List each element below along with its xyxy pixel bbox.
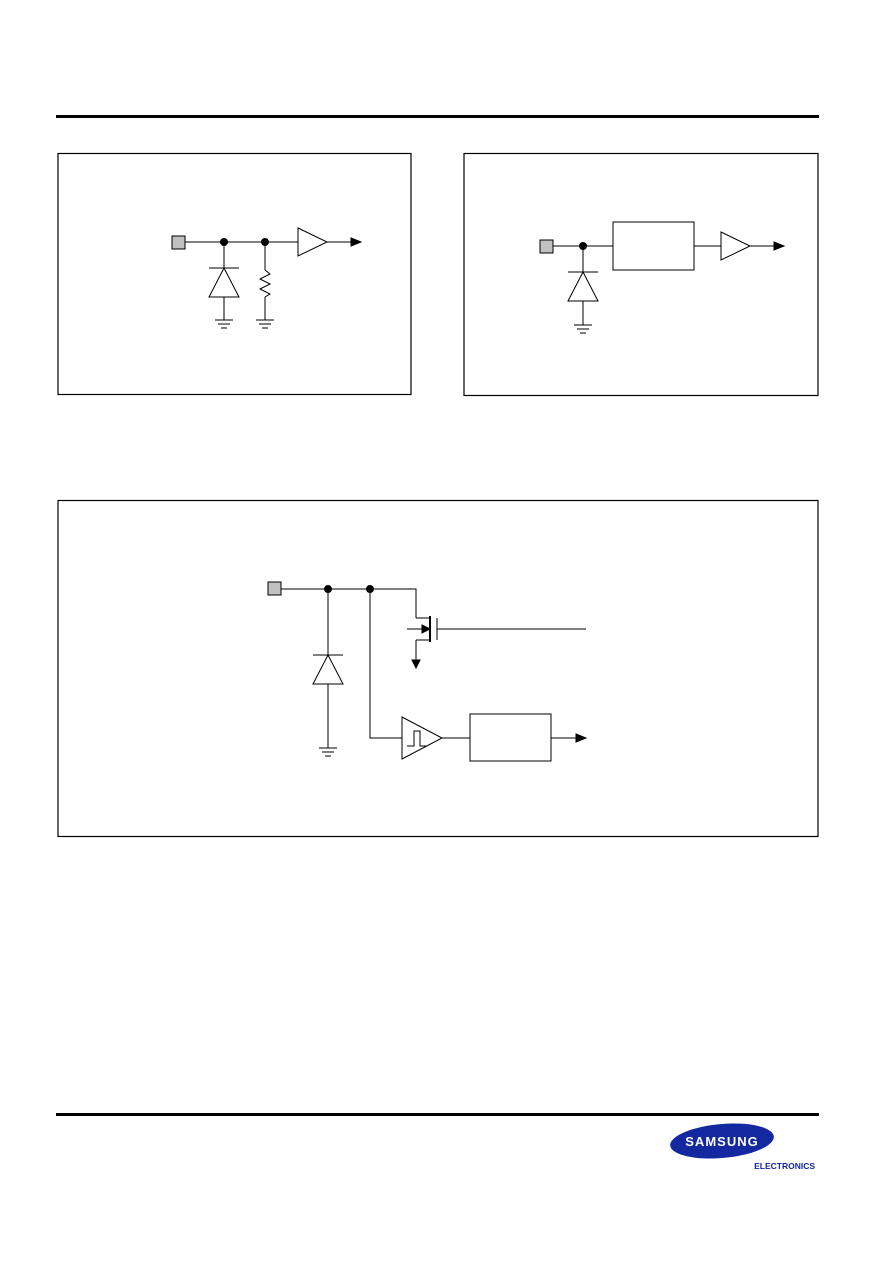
circuit-io-schmitt <box>57 499 819 838</box>
ground-icon <box>574 324 592 334</box>
output-arrow-icon <box>350 237 363 247</box>
samsung-logo-ellipse <box>670 1123 774 1159</box>
logic-block-2 <box>469 713 552 762</box>
io-pad <box>267 581 282 596</box>
logic-block-1 <box>612 221 695 271</box>
diagram-frame-2 <box>463 152 819 397</box>
samsung-logo: SAMSUNG ELECTRONICS <box>670 1123 815 1171</box>
ground-icon <box>319 747 337 757</box>
header-rule <box>56 115 819 118</box>
nmos-transistor-icon <box>407 616 438 670</box>
protection-diode-icon <box>312 653 344 685</box>
input-pad-1 <box>171 235 186 250</box>
ground-icon <box>256 319 274 329</box>
input-buffer-icon <box>297 227 329 257</box>
output-arrow-icon <box>773 241 786 251</box>
input-buffer-icon <box>720 231 752 261</box>
io-wire <box>281 588 417 618</box>
diagram-frame-3 <box>57 499 819 838</box>
protection-diode-icon <box>208 266 240 298</box>
input-pad-2 <box>539 239 554 254</box>
diagram-frame-1 <box>57 152 412 396</box>
circuit-input-block <box>463 152 819 397</box>
output-arrow-icon <box>575 733 588 743</box>
electronics-logo-text: ELECTRONICS <box>754 1161 815 1171</box>
circuit-input-pulldown <box>57 152 412 396</box>
footer-rule <box>56 1113 819 1116</box>
input-path-wire <box>369 589 402 739</box>
protection-diode-icon <box>567 270 599 302</box>
ground-icon <box>215 319 233 329</box>
schmitt-trigger-icon <box>401 716 444 760</box>
samsung-logo-text: SAMSUNG <box>685 1134 758 1149</box>
pulldown-resistor-icon <box>258 269 272 298</box>
